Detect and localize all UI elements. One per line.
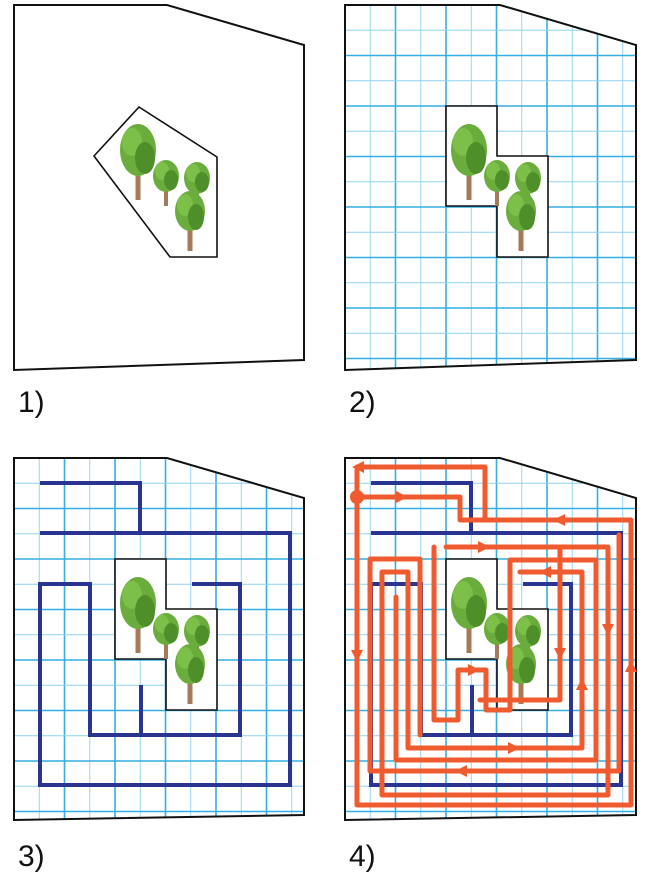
field-boundary — [13, 457, 305, 822]
step-label-1: 1) — [18, 386, 45, 419]
arrow-icon — [625, 660, 637, 672]
arrow-icon — [576, 678, 588, 690]
maze-wall — [371, 481, 473, 533]
panel-1 — [13, 4, 305, 372]
field-boundary — [344, 4, 637, 372]
coverage-path-line — [443, 544, 563, 703]
arrow-icon — [478, 541, 490, 553]
arrow-icon — [508, 742, 520, 754]
coverage-path — [354, 464, 634, 808]
arrow-icon — [554, 648, 566, 660]
coverage-path-line — [379, 544, 611, 798]
step-label-4: 4) — [349, 840, 376, 873]
arrow-icon — [396, 491, 408, 503]
arrow-icon — [602, 624, 614, 636]
obstacle-boundary-polygon — [92, 105, 218, 258]
start-dot-icon — [350, 490, 364, 504]
arrow-icon — [351, 650, 363, 662]
arrow-icon — [352, 461, 364, 473]
coverage-path-line — [367, 556, 423, 774]
coverage-path-line — [367, 532, 622, 774]
coverage-path-line — [393, 544, 599, 763]
panel-4 — [344, 457, 637, 822]
arrow-icon — [539, 566, 551, 578]
path-arrows — [351, 461, 637, 777]
panel-3 — [13, 457, 305, 822]
step-label-2: 2) — [349, 386, 376, 419]
maze-walls — [38, 481, 292, 787]
maze-wall — [38, 531, 292, 787]
field-boundary — [344, 457, 637, 822]
step-label-3: 3) — [18, 840, 45, 873]
maze-wall — [40, 481, 142, 533]
arrow-icon — [553, 514, 565, 526]
arrow-icon — [455, 765, 467, 777]
panel-2 — [344, 4, 637, 372]
arrow-icon — [468, 664, 480, 676]
